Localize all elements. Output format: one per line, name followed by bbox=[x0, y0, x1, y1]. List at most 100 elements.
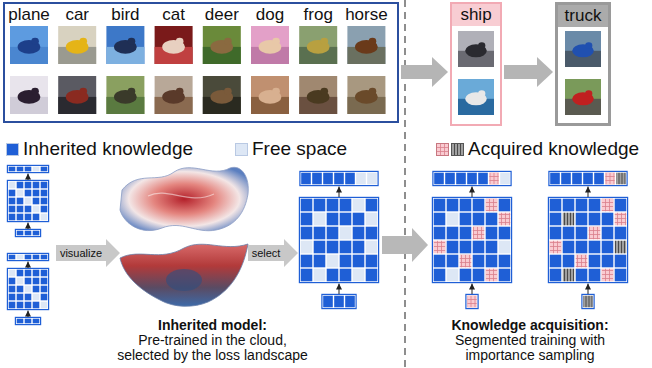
weight-cell bbox=[550, 269, 562, 282]
network bbox=[7, 165, 48, 236]
weight-cell bbox=[323, 173, 333, 185]
class-label: frog bbox=[304, 5, 333, 25]
landscape-fold bbox=[148, 193, 214, 198]
weight-cell bbox=[589, 255, 601, 268]
caption-block: Inherited model:Pre-trained in the cloud… bbox=[114, 318, 311, 363]
weight-cell bbox=[9, 214, 16, 221]
photo-object bbox=[31, 88, 39, 95]
weight-cell bbox=[572, 173, 582, 185]
weight-cell bbox=[25, 278, 32, 285]
photo-sky bbox=[458, 79, 494, 115]
caption-block: Knowledge acquisition:Segmented training… bbox=[438, 318, 622, 363]
weight-cell bbox=[9, 198, 16, 205]
weight-cell bbox=[602, 241, 614, 254]
weight-cell bbox=[460, 255, 472, 268]
weight-cell bbox=[563, 255, 575, 268]
weight-cell bbox=[33, 206, 40, 213]
weight-cell bbox=[25, 182, 32, 189]
class-label: deer bbox=[205, 5, 239, 25]
weight-cell bbox=[499, 255, 511, 268]
weight-grid bbox=[299, 197, 378, 282]
layer-frame bbox=[433, 171, 511, 185]
weight-cell bbox=[602, 269, 614, 282]
weight-cell bbox=[615, 255, 627, 268]
network bbox=[7, 253, 48, 324]
weight-cell bbox=[25, 190, 32, 197]
weight-cell bbox=[589, 199, 601, 212]
weight-cell bbox=[33, 190, 40, 197]
photo-object bbox=[272, 38, 280, 45]
transfer-arrow bbox=[382, 228, 428, 262]
flow-arrow bbox=[472, 187, 473, 198]
weight-cell bbox=[499, 213, 511, 226]
flow-arrow bbox=[28, 262, 29, 269]
output-layer bbox=[433, 171, 511, 185]
layer-frame bbox=[582, 294, 594, 308]
weight-cell bbox=[312, 173, 322, 185]
photo-sky bbox=[155, 26, 193, 64]
photo-sky bbox=[58, 26, 96, 64]
weight-cell bbox=[447, 213, 459, 226]
weight-cell bbox=[33, 255, 40, 260]
weight-cell bbox=[460, 269, 472, 282]
weight-cell bbox=[467, 296, 477, 308]
weight-cell bbox=[323, 296, 333, 308]
class-label: truck bbox=[558, 5, 608, 27]
photo-thumbnail bbox=[203, 76, 241, 114]
weight-cell bbox=[486, 199, 498, 212]
weight-cell bbox=[25, 167, 32, 172]
weight-cell bbox=[301, 213, 313, 226]
weight-cell bbox=[25, 198, 32, 205]
weight-cell bbox=[486, 269, 498, 282]
weight-cell bbox=[41, 198, 48, 205]
weight-cell bbox=[17, 319, 24, 324]
weight-cell bbox=[314, 227, 326, 240]
class-label: plane bbox=[8, 5, 50, 25]
weight-cell bbox=[550, 213, 562, 226]
weight-cell bbox=[33, 286, 40, 293]
photo-sky bbox=[106, 26, 144, 64]
weight-cell bbox=[33, 198, 40, 205]
photo-object bbox=[128, 88, 136, 95]
weight-cell bbox=[460, 199, 472, 212]
photo-object bbox=[320, 88, 328, 95]
weight-cell bbox=[314, 213, 326, 226]
weight-cell bbox=[327, 227, 339, 240]
loss-landscape bbox=[120, 167, 248, 230]
weight-cell bbox=[41, 302, 48, 309]
weight-cell bbox=[17, 270, 24, 277]
weight-cell bbox=[33, 182, 40, 189]
layer-frame bbox=[466, 294, 478, 308]
photo-sky bbox=[458, 31, 494, 67]
photo-object bbox=[369, 88, 377, 95]
weight-cell bbox=[473, 269, 485, 282]
photo-sky bbox=[565, 31, 601, 67]
caption-heading: Knowledge acquisition: bbox=[438, 318, 622, 333]
weight-cell bbox=[25, 286, 32, 293]
weight-cell bbox=[25, 319, 32, 324]
layer-frame bbox=[7, 268, 48, 309]
weight-cell bbox=[366, 241, 378, 254]
weight-cell bbox=[473, 213, 485, 226]
weight-cell bbox=[41, 278, 48, 285]
weight-cell bbox=[478, 173, 488, 185]
photo-thumbnail bbox=[565, 79, 601, 115]
weight-cell bbox=[353, 255, 365, 268]
photo-object bbox=[79, 38, 87, 45]
weight-cell bbox=[434, 213, 446, 226]
flow-arrow bbox=[28, 223, 29, 230]
weight-cell bbox=[17, 167, 24, 172]
layer-frame bbox=[549, 171, 627, 185]
legend-item: Free space bbox=[235, 137, 347, 161]
weight-cell bbox=[434, 255, 446, 268]
input-layer bbox=[466, 294, 478, 308]
weight-cell bbox=[9, 302, 16, 309]
weight-cell bbox=[314, 199, 326, 212]
weight-cell bbox=[17, 206, 24, 213]
weight-cell bbox=[467, 173, 477, 185]
weight-cell bbox=[366, 255, 378, 268]
photo-sky bbox=[10, 76, 48, 114]
photo-sky bbox=[155, 76, 193, 114]
weight-cell bbox=[33, 294, 40, 301]
